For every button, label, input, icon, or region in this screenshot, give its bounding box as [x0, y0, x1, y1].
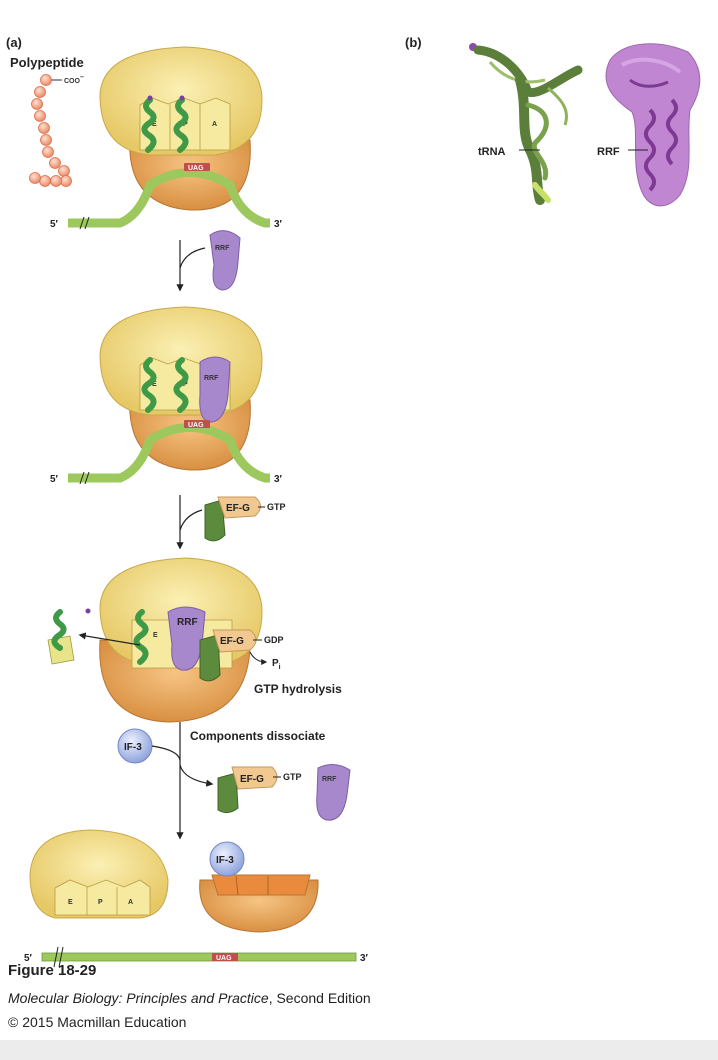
rrf-protein-2 — [199, 356, 231, 423]
mrna-3prime-3: 3′ — [360, 953, 369, 964]
trna-e — [141, 97, 157, 153]
polypeptide-chain — [29, 74, 72, 187]
free-large-subunit: E P A — [29, 829, 169, 919]
rrf-label-3: RRF — [177, 617, 198, 628]
trna-e — [141, 357, 157, 413]
uag-codon-box — [184, 420, 210, 428]
mrna-5prime-2: 5′ — [50, 474, 59, 485]
rrf-protein-4 — [316, 764, 351, 821]
pi-arrow — [249, 651, 268, 665]
site-a-label: A — [212, 121, 217, 128]
trna-release-arrow — [78, 632, 141, 646]
mrna-3prime-2: 3′ — [274, 474, 283, 485]
site-p-label: P — [98, 899, 103, 906]
gtp-label-1: GTP — [267, 502, 286, 512]
uag-codon: UAG — [188, 165, 204, 172]
site-e-label: E — [152, 381, 157, 388]
site-e-label: E — [152, 121, 157, 128]
trna-p — [173, 97, 189, 153]
efg-dark-domain — [217, 772, 239, 814]
gtp-hydrolysis-label: GTP hydrolysis — [254, 682, 342, 696]
mrna-strand — [68, 168, 270, 228]
rrf-protein-3 — [167, 606, 206, 671]
ribosome-stage-2: E P RRF UAG — [68, 306, 270, 485]
book-title: Molecular Biology: Principles and Practi… — [8, 990, 269, 1006]
ribosome-stage-1: E P A UAG — [68, 46, 270, 230]
if3-label-2: IF-3 — [216, 855, 234, 866]
site-e-label: E — [153, 632, 158, 639]
rrf-structure-label: RRF — [597, 146, 620, 158]
coo-label: COO– — [64, 74, 84, 85]
efg-label-2: EF-G — [220, 636, 244, 647]
rrf-crystal-structure — [605, 43, 701, 207]
efg-dark-domain — [204, 499, 226, 542]
site-e-label: E — [68, 899, 73, 906]
rrf-label-1: RRF — [215, 245, 230, 252]
panel-b-tag: (b) — [405, 35, 422, 50]
efg-dark-domain — [199, 634, 221, 682]
panel-a-tag: (a) — [6, 35, 22, 50]
efg-label-3: EF-G — [240, 774, 264, 785]
efg-label-1: EF-G — [226, 503, 250, 514]
if3-protein-2 — [209, 841, 245, 877]
rrf-label-4: RRF — [322, 776, 337, 783]
mrna-5prime-1: 5′ — [50, 219, 59, 230]
free-small-subunit — [199, 874, 319, 933]
uag-codon-box — [184, 163, 210, 171]
components-dissociate-label: Components dissociate — [190, 729, 326, 743]
copyright-line: © 2015 Macmillan Education — [8, 1014, 187, 1030]
efg-light-domain — [231, 766, 278, 790]
pi-label: Pi — [272, 658, 281, 671]
trna-crystal-structure — [469, 43, 583, 205]
trna-p — [133, 609, 149, 665]
released-trna — [47, 608, 91, 665]
if3-label-1: IF-3 — [124, 742, 142, 753]
polypeptide-label: Polypeptide — [10, 55, 84, 70]
mrna-3prime-1: 3′ — [274, 219, 283, 230]
uag-codon-box — [212, 953, 238, 961]
mrna-5prime-3: 5′ — [24, 953, 33, 964]
free-mrna — [41, 952, 357, 962]
ribosome-stage-3: E RRF EF-G — [99, 557, 263, 723]
efg-light-domain — [212, 629, 257, 653]
rrf-protein-1 — [209, 230, 241, 291]
footer-bar — [0, 1040, 718, 1060]
gtp-label-2: GTP — [283, 772, 302, 782]
site-p-label: P — [183, 121, 188, 128]
uag-codon: UAG — [188, 422, 204, 429]
figure-source: Molecular Biology: Principles and Practi… — [8, 990, 371, 1006]
book-edition: , Second Edition — [268, 990, 371, 1006]
trna-structure-label: tRNA — [478, 146, 506, 158]
uag-codon: UAG — [216, 955, 232, 962]
rrf-label-2: RRF — [204, 375, 219, 382]
site-a-label: A — [128, 899, 133, 906]
trna-p — [173, 357, 189, 413]
gdp-label: GDP — [264, 635, 284, 645]
site-p-label: P — [183, 381, 188, 388]
figure-number: Figure 18-29 — [8, 962, 97, 979]
